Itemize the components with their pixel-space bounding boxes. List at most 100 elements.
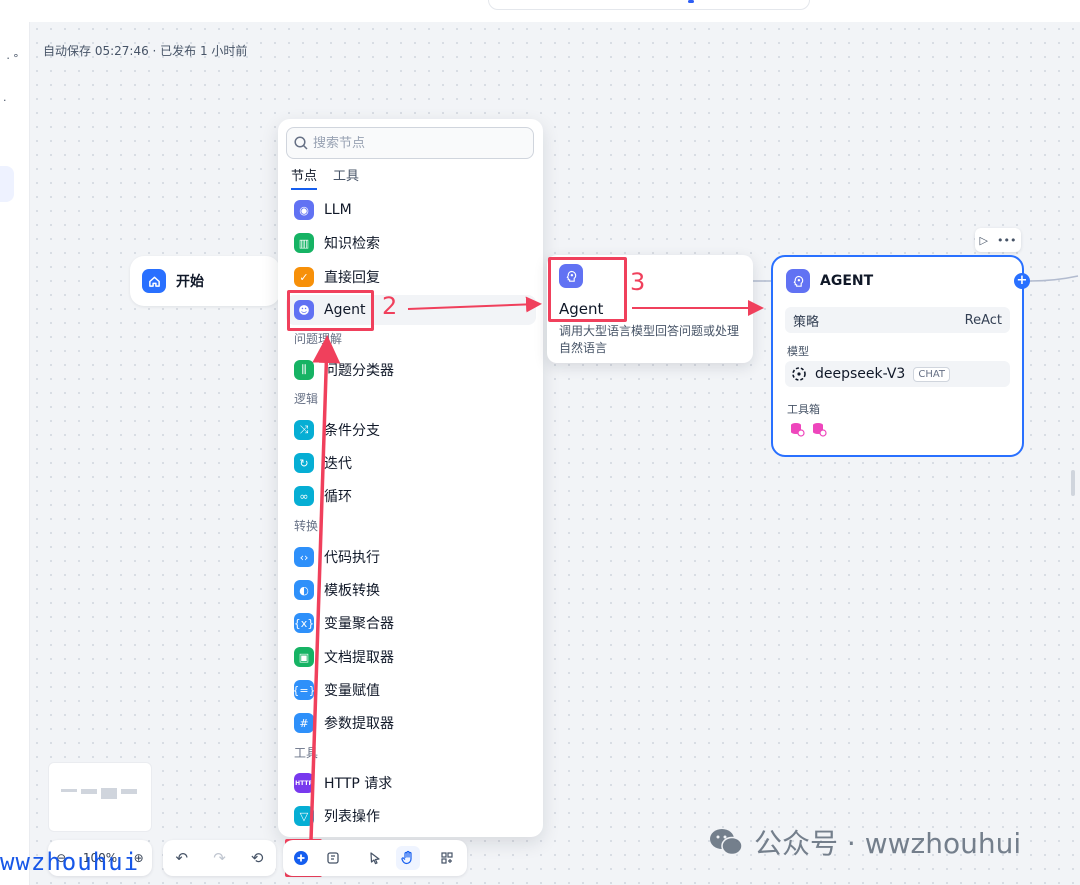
knowledge-retrieval-icon: ▥ — [294, 233, 314, 253]
model-type-badge: CHAT — [913, 366, 951, 382]
redo-icon[interactable]: ↷ — [213, 849, 226, 867]
pointer-icon — [370, 852, 380, 865]
top-header — [0, 0, 1080, 22]
wechat-logo-icon — [710, 829, 743, 856]
minimap-preview — [61, 788, 137, 799]
zoom-level[interactable]: 100% — [82, 851, 118, 865]
agent-icon — [559, 264, 583, 288]
canvas-toolbar — [283, 840, 467, 876]
node-item-label: 条件分支 — [324, 423, 380, 439]
deepseek-logo-icon — [792, 367, 806, 381]
zoom-out-icon[interactable]: ⊖ — [56, 851, 67, 865]
add-circle-icon — [294, 851, 308, 865]
node-item-label: Agent — [324, 302, 366, 318]
node-item-question-classifier[interactable]: ⫼ 问题分类器 — [286, 355, 536, 385]
sidebar-active-item[interactable] — [0, 166, 14, 202]
node-item-label: 变量聚合器 — [324, 616, 394, 632]
annotation-box-2 — [287, 290, 374, 331]
layout-icon — [441, 852, 453, 864]
variable-aggregator-icon: {x} — [294, 613, 314, 633]
node-item-http[interactable]: HTTP HTTP 请求 — [286, 768, 536, 798]
node-item-loop[interactable]: ∞循环 — [286, 481, 536, 511]
node-item-doc-extractor[interactable]: ▣ 文档提取器 — [286, 642, 536, 672]
parameter-extractor-icon: # — [294, 713, 314, 733]
start-node[interactable]: 开始 — [130, 256, 280, 306]
node-item-label: 列表操作 — [324, 809, 380, 825]
node-item-label: HTTP 请求 — [324, 776, 393, 792]
agent-icon: ☻ — [294, 300, 314, 320]
node-item-label: 知识检索 — [324, 236, 380, 252]
node-item-direct-reply[interactable]: ✓直接回复 — [286, 262, 536, 292]
node-item-list-operator[interactable]: ▽列表操作 — [286, 801, 536, 831]
node-item-variable-aggregator[interactable]: {x} 变量聚合器 — [286, 608, 536, 638]
database-tool-icon[interactable] — [811, 421, 827, 437]
add-node-button[interactable] — [289, 846, 313, 870]
toolbox-list — [789, 421, 827, 437]
arrow-2-to-3 — [407, 296, 542, 313]
strategy-field[interactable]: 策略 ReAct — [785, 307, 1010, 333]
node-item-llm[interactable]: ◉LLM — [286, 195, 536, 225]
left-sidebar: ㆍ° · — [0, 22, 30, 885]
doc-extractor-icon: ▣ — [294, 647, 314, 667]
strategy-value: ReAct — [964, 312, 1002, 328]
add-next-node-icon[interactable]: + — [1014, 273, 1030, 289]
zoom-in-icon[interactable]: ⊕ — [133, 851, 144, 865]
node-item-knowledge-retrieval[interactable]: ▥ 知识检索 — [286, 228, 536, 258]
model-name: deepseek-V3 — [815, 366, 906, 382]
model-field[interactable]: deepseek-V3 CHAT — [785, 361, 1010, 387]
start-node-title: 开始 — [176, 274, 204, 290]
section-transform: 转换 — [294, 519, 319, 533]
http-icon: HTTP — [294, 773, 314, 793]
more-options-icon[interactable]: ••• — [997, 233, 1017, 247]
top-panel-indicator — [688, 0, 694, 3]
agent-node[interactable]: AGENT 策略 ReAct 模型 deepseek-V3 CHAT 工具箱 — [771, 255, 1024, 457]
node-item-label: 迭代 — [324, 456, 352, 472]
search-icon — [294, 136, 308, 150]
node-item-agent[interactable]: ☻ Agent — [286, 295, 536, 325]
node-item-if-else[interactable]: ⤨ 条件分支 — [286, 415, 536, 445]
zoom-control: ⊖ 100% ⊕ — [48, 840, 152, 876]
tab-nodes[interactable]: 节点 — [291, 165, 318, 190]
sidebar-icon[interactable]: ㆍ° — [3, 52, 19, 65]
hand-mode-button[interactable] — [396, 846, 420, 870]
organize-layout-button[interactable] — [435, 846, 459, 870]
node-search-box[interactable] — [286, 127, 534, 159]
watermark-left: wwzhouhui — [0, 848, 140, 876]
node-search-input[interactable] — [313, 135, 523, 151]
history-icon[interactable]: ⟲ — [250, 849, 264, 867]
code-icon: ‹› — [294, 547, 314, 567]
node-item-iteration[interactable]: ↻ 迭代 — [286, 448, 536, 478]
question-classifier-icon: ⫼ — [294, 360, 314, 380]
add-note-button[interactable] — [321, 846, 345, 870]
tab-tools[interactable]: 工具 — [333, 169, 360, 184]
node-item-label: 问题分类器 — [324, 363, 394, 379]
annotation-number-3: 3 — [630, 268, 646, 296]
strategy-label: 策略 — [793, 314, 820, 330]
pointer-mode-button[interactable] — [363, 846, 387, 870]
sidebar-icon[interactable]: · — [3, 94, 7, 107]
annotation-number-2: 2 — [382, 292, 398, 320]
hand-icon — [401, 850, 412, 865]
undo-icon[interactable]: ↶ — [175, 849, 189, 867]
database-tool-icon[interactable] — [789, 421, 805, 437]
node-item-label: 参数提取器 — [324, 716, 394, 732]
direct-reply-icon: ✓ — [294, 267, 314, 287]
section-logic: 逻辑 — [294, 392, 319, 406]
node-item-variable-assign[interactable]: {=}变量赋值 — [286, 675, 536, 705]
iteration-icon: ↻ — [294, 453, 314, 473]
node-item-code[interactable]: ‹›代码执行 — [286, 542, 536, 572]
node-item-label: 文档提取器 — [324, 650, 394, 666]
run-node-icon[interactable]: ▷ — [979, 233, 988, 247]
loop-icon: ∞ — [294, 486, 314, 506]
canvas-scrollbar[interactable] — [1071, 470, 1075, 496]
node-item-template[interactable]: ◐模板转换 — [286, 575, 536, 605]
history-controls: ↶ ↷ ⟲ — [163, 840, 276, 876]
annotation-box-3 — [548, 257, 627, 322]
picker-tabs: 节点 工具 — [291, 165, 359, 190]
if-else-icon: ⤨ — [294, 420, 314, 440]
minimap[interactable] — [48, 762, 152, 832]
node-item-parameter-extractor[interactable]: # 参数提取器 — [286, 708, 536, 738]
autosave-status: 自动保存 05:27:46 · 已发布 1 小时前 — [43, 44, 248, 58]
node-item-label: 变量赋值 — [324, 683, 380, 699]
